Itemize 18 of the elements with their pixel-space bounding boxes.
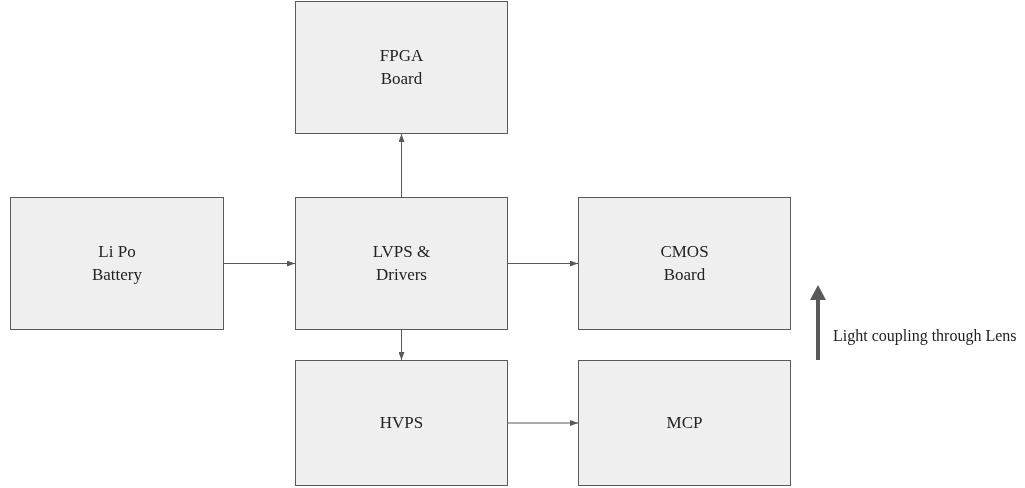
note-text: Light coupling through Lens [833,326,1018,346]
arrow [223,260,296,267]
block-label: CMOS Board [659,240,710,286]
arrow [507,420,579,426]
block-box [578,197,791,330]
block-label: MCP [665,411,704,434]
block-box [578,360,791,486]
arrow [507,260,579,267]
block-label: HVPS [378,411,425,434]
block-box [295,1,508,134]
block-box [10,197,224,330]
arrow [398,133,405,198]
block-label: FPGA Board [378,44,425,90]
block-box [295,197,508,330]
arrow [398,329,405,361]
block-box [295,360,508,486]
block-label: LVPS & Drivers [371,240,432,286]
block-label: Li Po Battery [90,240,143,286]
